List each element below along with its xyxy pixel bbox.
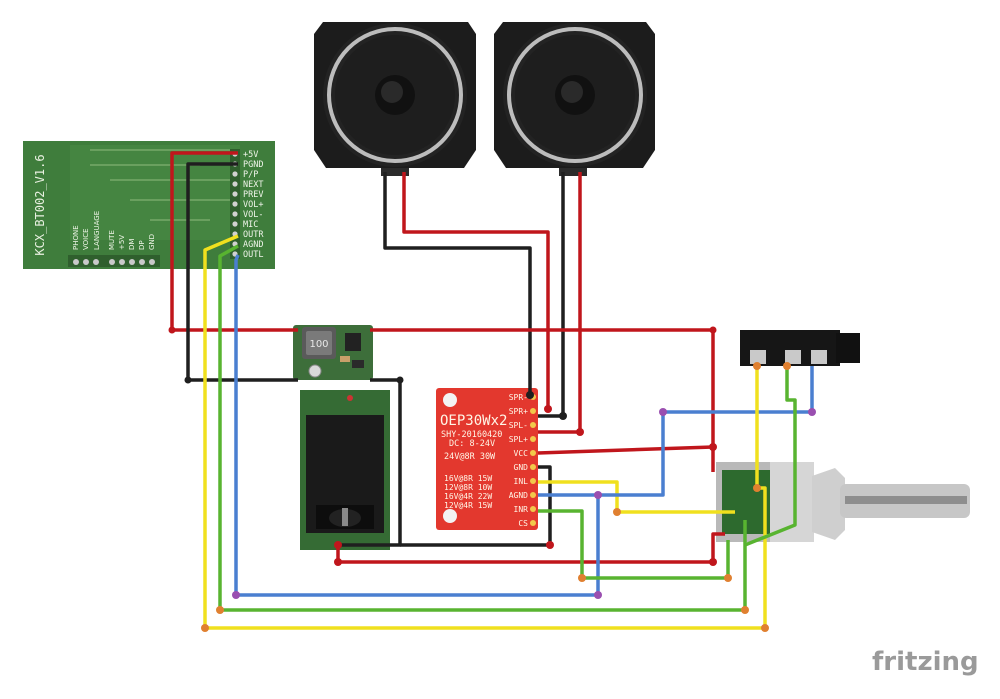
wire-dc-red [336, 532, 725, 564]
amp-pin-cs: CS [518, 519, 528, 528]
amp-power-row-2: 12V@8R 10W [444, 483, 492, 492]
wire-speaker-right-red [538, 172, 582, 434]
bt-pin-mic: MIC [243, 220, 258, 230]
wire-amp-gnd-black [400, 465, 552, 547]
wire-speaker-right-black [538, 172, 565, 418]
wire-speaker-left-red [402, 172, 550, 409]
bt-pin-dp: DP [138, 240, 146, 250]
wire-bt-pgnd-black [186, 162, 298, 382]
amp-dc: DC: 8-24V [449, 439, 495, 449]
amp-pin-header [530, 394, 536, 526]
bt-pin-language: LANGUAGE [93, 211, 101, 250]
amp-power-row-4: 12V@4R 15W [444, 501, 492, 510]
dc-barrel-jack [300, 390, 390, 550]
amp-pin-inr: INR [514, 505, 529, 514]
amp-pin-spl-minus: SPL- [509, 421, 528, 430]
bt-pin-mute: MUTE [108, 230, 116, 250]
bt-pin-volup: VOL+ [243, 200, 263, 210]
amp-title: OEP30Wx2 [440, 413, 507, 429]
wire-speaker-left-black [383, 172, 532, 395]
buck-inductor-label: 100 [309, 339, 328, 350]
wire-bt-outl-blue [234, 254, 600, 597]
bt-pin-voldown: VOL- [243, 210, 263, 220]
bt-pin-outr: OUTR [243, 230, 264, 240]
amp-pin-agnd: AGND [509, 491, 528, 500]
bt-pin-dm: DM [128, 239, 136, 250]
dual-potentiometer [716, 462, 970, 542]
speaker-right [494, 22, 655, 176]
wire-jack-green [744, 366, 797, 547]
bt-pin-5v: +5V [243, 150, 258, 160]
bt-pin-agnd: AGND [243, 240, 263, 250]
bt-pin-prev: PREV [243, 190, 263, 200]
bt-pin-gnd-bottom: GND [148, 234, 156, 250]
amp-pin-spr-plus: SPR+ [509, 407, 528, 416]
speaker-left [314, 22, 476, 176]
bt-pin-pp: P/P [243, 170, 258, 180]
bt-module-name: KCX_BT002_V1.6 [33, 154, 47, 255]
amp-power-row-3: 16V@4R 22W [444, 492, 492, 501]
wire-vcc-red [537, 445, 714, 455]
amp-power-main: 24V@8R 30W [444, 452, 496, 462]
amp-model: SHY-20160420 [441, 430, 502, 440]
wire-buck-gnd-black [338, 378, 402, 547]
bluetooth-module: KCX_BT002_V1.6 PHONE VOICE LANGUAGE MUTE… [23, 141, 275, 269]
amp-pin-spr-minus: SPR- [509, 393, 528, 402]
wire-amp-agnd-green [538, 509, 730, 580]
wire-junctions [168, 326, 816, 632]
amplifier-board: OEP30Wx2 SHY-20160420 DC: 8-24V 24V@8R 3… [436, 388, 538, 530]
wire-amp-inl-yellow [538, 480, 735, 514]
amp-power-row-1: 16V@8R 15W [444, 474, 492, 483]
bt-pin-5v-bottom: +5V [118, 235, 126, 250]
amp-pin-inl: INL [514, 477, 529, 486]
bt-pin-outl: OUTL [243, 250, 263, 260]
bt-pin-pgnd: PGND [243, 160, 263, 170]
bt-pin-phone: PHONE [72, 225, 80, 250]
fritzing-watermark: fritzing [872, 647, 979, 677]
audio-jack-3-5mm [740, 330, 860, 366]
wires [168, 151, 816, 632]
amp-pin-vcc: VCC [514, 449, 529, 458]
amp-pin-gnd: GND [514, 463, 529, 472]
wire-bt-outr-yellow [203, 234, 767, 630]
bt-bottom-pins [68, 255, 160, 267]
buck-converter: 100 [293, 325, 373, 380]
amp-pin-spl-plus: SPL+ [509, 435, 528, 444]
bt-pin-voice: VOICE [82, 228, 90, 250]
bt-pin-next: NEXT [243, 180, 263, 190]
